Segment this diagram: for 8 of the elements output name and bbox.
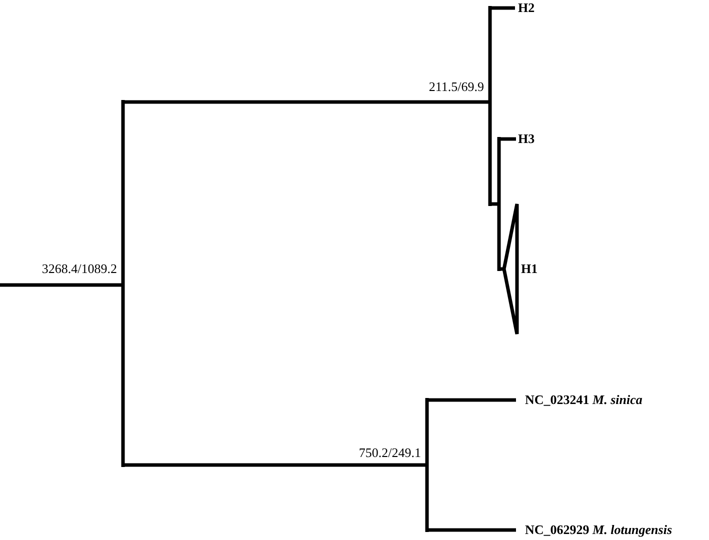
- tip-label: H1: [521, 260, 538, 278]
- tip-label: NC_062929 M. lotungensis: [525, 521, 672, 539]
- support-value: 211.5/69.9: [428, 78, 484, 96]
- tip-label: H2: [518, 0, 535, 17]
- support-value: 750.2/249.1: [358, 444, 421, 462]
- tip-label: NC_023241 M. sinica: [525, 391, 642, 409]
- support-value: 3268.4/1089.2: [42, 260, 117, 278]
- tip-label: H3: [518, 130, 535, 148]
